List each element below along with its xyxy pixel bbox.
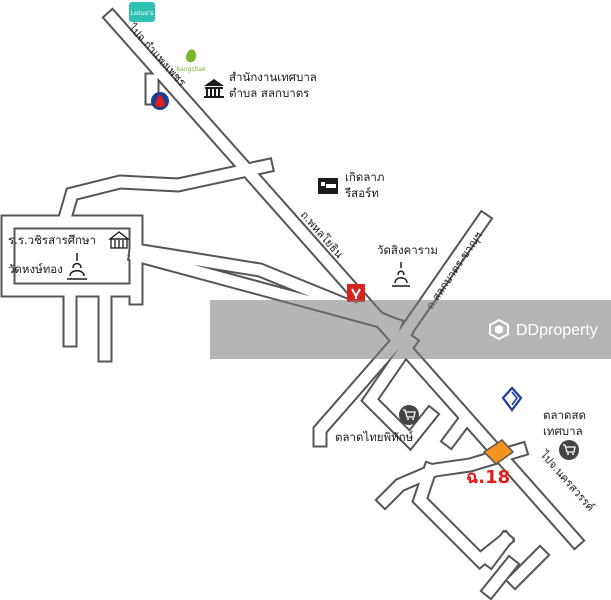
- site-plot: [482, 439, 515, 465]
- label-wat-hongthong: วัดหงษ์ทอง: [8, 262, 63, 276]
- lotus-logo-icon: Lotus's: [129, 2, 155, 22]
- road-se-stub-fill: [482, 532, 513, 568]
- label-municipal-office-1: สำนักงานเทศบาล: [229, 70, 317, 84]
- road-bottom-2-fill: [482, 557, 518, 598]
- label-school: ร.ร.วชิรสารศึกษา: [8, 233, 97, 247]
- svg-text:bangchak: bangchak: [176, 66, 206, 73]
- school-building-icon: [108, 231, 130, 249]
- bangchak-logo-icon: bangchak: [176, 49, 206, 73]
- label-wat-singkharam: วัดสิงคาราม: [377, 243, 438, 257]
- road-left-branch-fill: [314, 326, 412, 446]
- label-talat-thai: ตลาดไทยพิทักษ์: [335, 430, 414, 444]
- road-bottom-1-fill: [507, 547, 548, 588]
- watermark-text: DDproperty: [516, 322, 598, 339]
- shell-station-icon: [347, 284, 365, 302]
- government-building-icon: [204, 79, 224, 98]
- label-resort-1: เกิดลาภ: [345, 170, 385, 184]
- bed-icon: [318, 178, 338, 194]
- shopping-cart-icon: [399, 405, 419, 425]
- shopping-cart-icon-fresh-market: [559, 440, 579, 460]
- road-mid-branch-fill: [362, 334, 438, 449]
- ddproperty-logo-icon: [489, 318, 509, 340]
- watermark-band: [210, 300, 611, 359]
- road-east-stub-fill: [442, 412, 473, 448]
- site-label: ฉ.18: [466, 467, 511, 488]
- stupa-icon: [392, 262, 410, 287]
- label-fresh-market-1: ตลาดสด: [543, 408, 586, 422]
- svg-text:Lotus's: Lotus's: [131, 9, 154, 17]
- road-north-branch-fill: [58, 159, 273, 225]
- road-frame-left-fill: [2, 216, 142, 296]
- road-frame-top-fill: [2, 216, 142, 304]
- ptt-station-icon: [151, 92, 169, 110]
- stupa-icon-hongthong: [67, 253, 87, 280]
- label-fresh-market-2: เทศบาล: [543, 424, 583, 438]
- bangkok-bank-icon: [501, 386, 523, 412]
- label-resort-2: รีสอร์ท: [345, 186, 379, 200]
- label-municipal-office-2: ตำบล สลกบาตร: [229, 86, 310, 100]
